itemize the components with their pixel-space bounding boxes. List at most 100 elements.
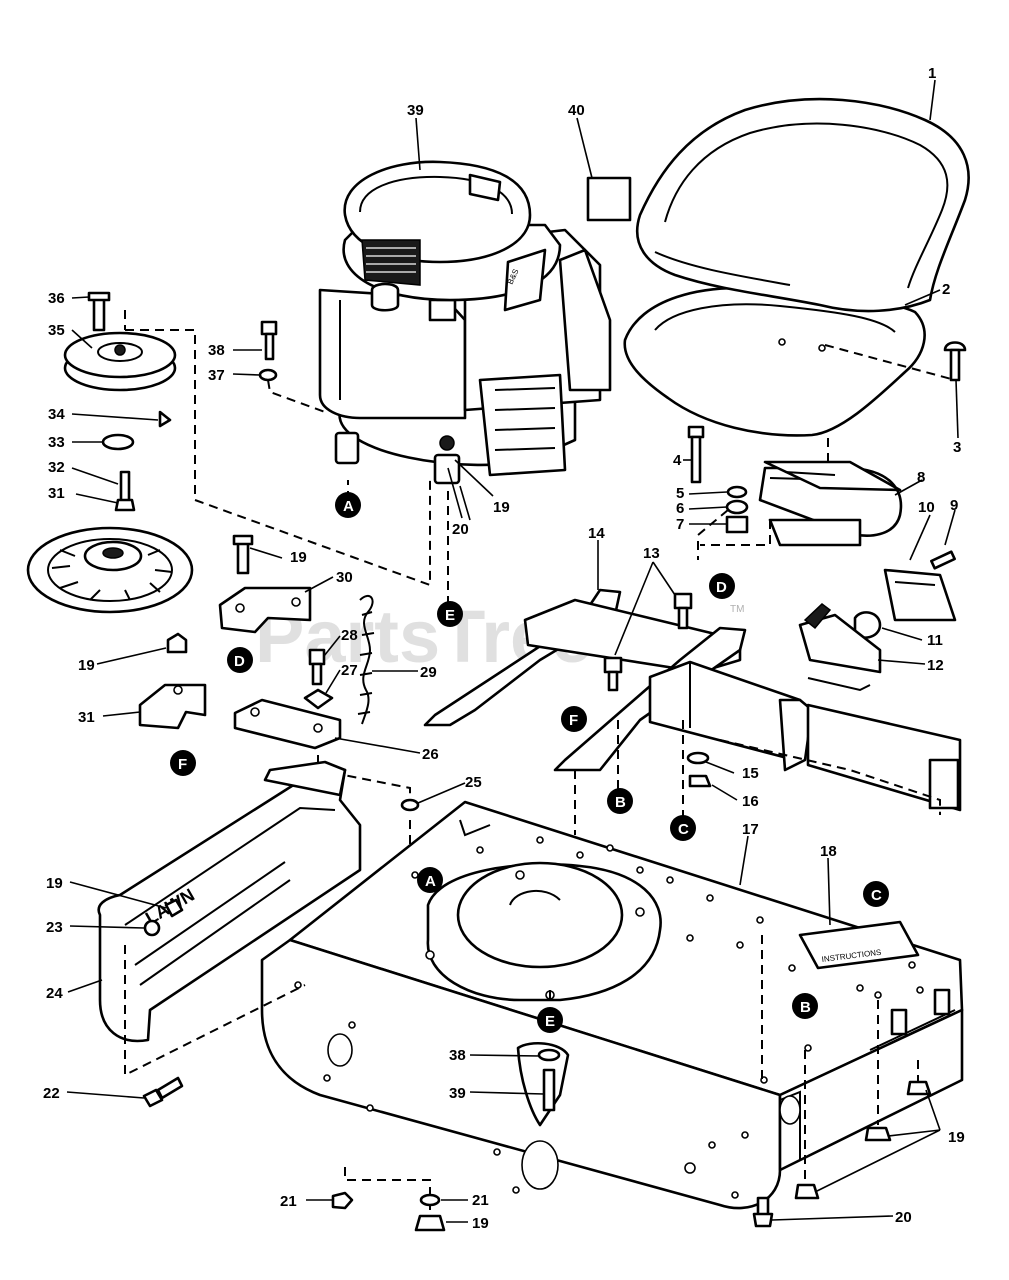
callout-6: 6 bbox=[676, 500, 684, 517]
callout-33: 32 bbox=[48, 459, 65, 476]
leader-lines bbox=[66, 79, 959, 1223]
callout-23: 22 bbox=[43, 1085, 60, 1102]
callout-38-frame: 38 bbox=[449, 1047, 466, 1064]
engine-bracket-upper bbox=[218, 534, 312, 634]
engine-bracket-lower bbox=[138, 632, 207, 730]
seat-bolt bbox=[943, 341, 967, 382]
callout-21-bottom: 21 bbox=[472, 1192, 489, 1209]
svg-text:F: F bbox=[178, 756, 187, 773]
callout-21-engine: 20 bbox=[452, 521, 469, 538]
callout-30: 29 bbox=[420, 664, 437, 681]
callout-40: 39 bbox=[407, 102, 424, 119]
callout-26: 25 bbox=[465, 774, 482, 791]
callout-27: 26 bbox=[422, 746, 439, 763]
callout-19-engine: 19 bbox=[493, 499, 510, 516]
decal-label bbox=[586, 176, 632, 222]
callout-5: 5 bbox=[676, 485, 684, 502]
hood-bolt bbox=[142, 1076, 184, 1108]
marker-e-chassis: E bbox=[537, 1007, 563, 1033]
svg-text:A: A bbox=[425, 873, 436, 890]
marker-b-rail: B bbox=[607, 788, 633, 814]
marker-b-chassis: B bbox=[792, 993, 818, 1019]
washer bbox=[400, 798, 420, 812]
callout-2: 2 bbox=[942, 281, 950, 298]
svg-text:E: E bbox=[445, 607, 455, 624]
marker-a-engine: A bbox=[335, 492, 361, 518]
safety-switch bbox=[798, 603, 882, 692]
callout-39-frame: 39 bbox=[449, 1085, 466, 1102]
callout-1: 1 bbox=[928, 65, 936, 82]
frame-rail-bolts bbox=[603, 592, 693, 692]
hood: LAWN bbox=[97, 760, 362, 1043]
callout-7: 7 bbox=[676, 516, 684, 533]
callout-24: 23 bbox=[46, 919, 63, 936]
marker-c-chassis: C bbox=[863, 881, 889, 907]
engine: B&S bbox=[318, 160, 612, 485]
callout-32: 31 bbox=[48, 485, 65, 502]
frame-rail-tube bbox=[648, 660, 962, 812]
callout-31-lower: 31 bbox=[78, 709, 95, 726]
svg-text:F: F bbox=[569, 712, 578, 729]
callout-18: 18 bbox=[820, 843, 837, 860]
callout-34: 33 bbox=[48, 434, 65, 451]
marker-a-chassis: A bbox=[417, 867, 443, 893]
callout-19-hood: 19 bbox=[46, 875, 63, 892]
main-chassis bbox=[260, 800, 964, 1210]
seat-assembly bbox=[623, 97, 970, 437]
callout-15: 15 bbox=[742, 765, 759, 782]
marker-c-rail: C bbox=[670, 815, 696, 841]
marker-d-rail: D bbox=[709, 573, 735, 599]
svg-text:E: E bbox=[545, 1013, 555, 1030]
callout-14: 14 bbox=[588, 525, 605, 542]
callout-9: 9 bbox=[950, 497, 958, 514]
marker-d-bracket: D bbox=[227, 647, 253, 673]
svg-text:B: B bbox=[800, 999, 811, 1016]
instruction-decal: INSTRUCTIONS bbox=[798, 920, 920, 970]
svg-text:D: D bbox=[234, 653, 245, 670]
connection-markers: A A B B C C D D E E F F bbox=[170, 492, 889, 1033]
callout-17: 17 bbox=[742, 821, 759, 838]
svg-text:A: A bbox=[343, 498, 354, 515]
callout-19-frame: 19 bbox=[948, 1129, 965, 1146]
callout-16: 16 bbox=[742, 793, 759, 810]
svg-text:D: D bbox=[716, 579, 727, 596]
callout-4: 4 bbox=[673, 452, 682, 469]
control-bracket bbox=[883, 550, 957, 622]
callout-29: 28 bbox=[341, 627, 358, 644]
callout-3: 3 bbox=[953, 439, 961, 456]
callout-10: 10 bbox=[918, 499, 935, 516]
hitch-plate bbox=[233, 594, 375, 750]
callout-8: 8 bbox=[917, 469, 925, 486]
seat-support-bracket bbox=[758, 460, 903, 547]
callout-20-frame: 20 bbox=[895, 1209, 912, 1226]
marker-f-rail: F bbox=[561, 706, 587, 732]
callout-28: 27 bbox=[341, 662, 358, 679]
callout-labels: 1 2 3 4 5 6 7 8 9 10 11 12 13 14 15 16 1… bbox=[43, 65, 965, 1232]
callout-19-bottom: 19 bbox=[472, 1215, 489, 1232]
svg-text:C: C bbox=[871, 887, 882, 904]
callout-37: 36 bbox=[48, 290, 65, 307]
callout-38-engine: 37 bbox=[208, 367, 225, 384]
callout-20-bracket: 19 bbox=[290, 549, 307, 566]
svg-text:C: C bbox=[678, 821, 689, 838]
callout-31-upper: 30 bbox=[336, 569, 353, 586]
callout-19-bracket: 19 bbox=[78, 657, 95, 674]
callout-39-engine: 38 bbox=[208, 342, 225, 359]
callout-35: 34 bbox=[48, 406, 65, 423]
watermark-trademark: TM bbox=[730, 604, 744, 615]
seat-mount-hardware bbox=[687, 425, 749, 534]
callout-22: 21 bbox=[280, 1193, 297, 1210]
callout-25: 24 bbox=[46, 985, 63, 1002]
engine-mount-bolt-upper bbox=[258, 320, 278, 382]
callout-41: 40 bbox=[568, 102, 585, 119]
callout-12: 12 bbox=[927, 657, 944, 674]
lower-hardware bbox=[331, 1080, 932, 1232]
marker-e-engine: E bbox=[437, 601, 463, 627]
marker-f-bracket: F bbox=[170, 750, 196, 776]
pulley-assembly bbox=[26, 291, 194, 614]
callout-36: 35 bbox=[48, 322, 65, 339]
svg-text:B: B bbox=[615, 794, 626, 811]
callout-11: 11 bbox=[927, 632, 943, 649]
callout-13: 13 bbox=[643, 545, 660, 562]
